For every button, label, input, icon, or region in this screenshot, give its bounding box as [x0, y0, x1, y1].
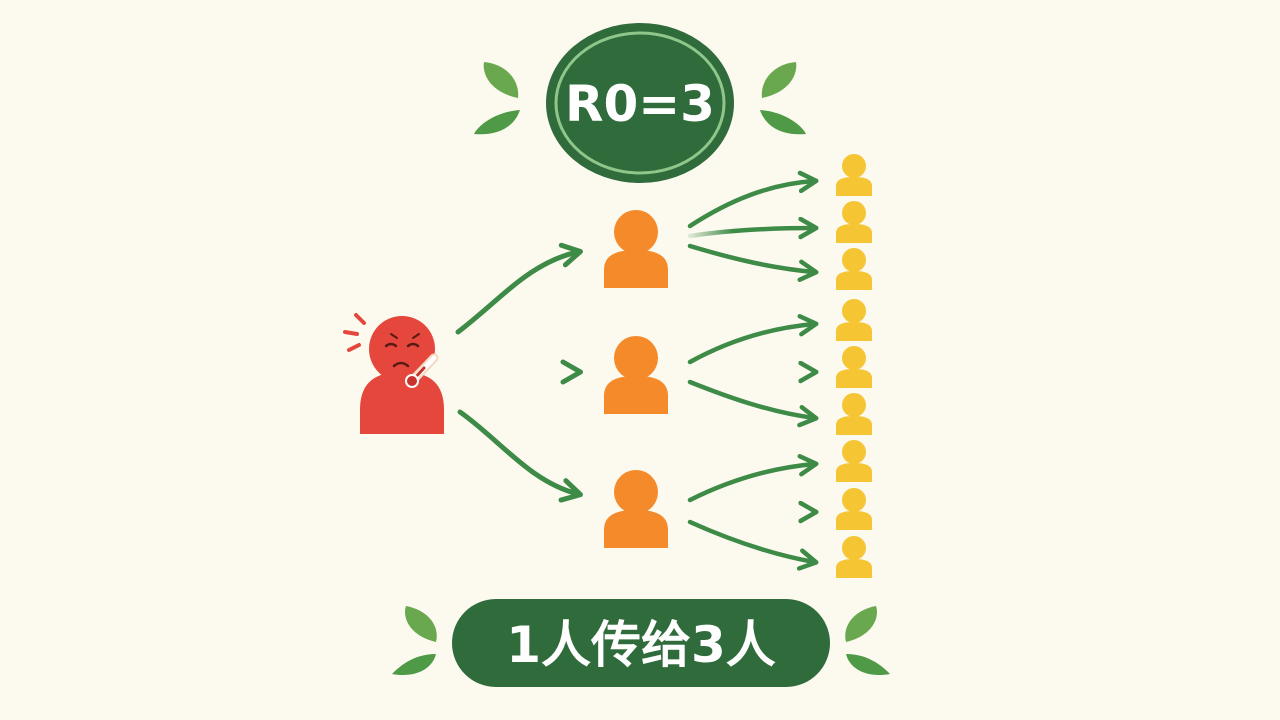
- leaf-icon: [845, 606, 890, 676]
- first-gen-person-icon: [604, 210, 668, 288]
- first-gen-person-icon: [604, 470, 668, 548]
- leaf-icon: [474, 62, 520, 135]
- second-generation: [836, 154, 872, 578]
- title-badge-text: R0=3: [565, 75, 715, 133]
- first-gen-person-icon: [604, 336, 668, 414]
- leaf-icon: [760, 62, 806, 135]
- first-generation: [604, 210, 668, 548]
- second-gen-arrows: [687, 170, 819, 571]
- second-gen-person-icon: [836, 299, 872, 341]
- second-gen-person-icon: [836, 488, 872, 530]
- alarm-marks-icon: [343, 313, 366, 352]
- second-gen-person-icon: [836, 440, 872, 482]
- second-gen-person-icon: [836, 346, 872, 388]
- caption-badge: 1人传给3人: [452, 599, 830, 687]
- leaf-icon: [392, 606, 437, 676]
- second-gen-person-icon: [836, 536, 872, 578]
- second-gen-person-icon: [836, 393, 872, 435]
- second-gen-person-icon: [836, 154, 872, 196]
- thermometer-icon: [405, 353, 439, 388]
- source-arrows: [455, 242, 583, 503]
- arrow-to-first-gen-3: [457, 409, 583, 503]
- title-badge: R0=3: [546, 23, 734, 183]
- second-gen-person-icon: [836, 201, 872, 243]
- arrow-to-first-gen-1: [455, 242, 583, 335]
- caption-badge-text: 1人传给3人: [506, 616, 776, 674]
- sick-person-icon: [343, 313, 444, 434]
- second-gen-person-icon: [836, 248, 872, 290]
